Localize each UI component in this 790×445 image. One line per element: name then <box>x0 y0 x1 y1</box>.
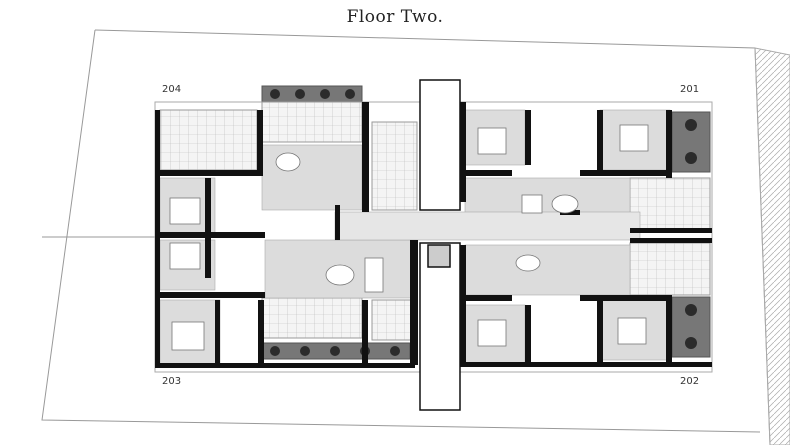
furniture <box>169 124 649 351</box>
site-boundary <box>41 29 790 445</box>
walls <box>155 102 712 368</box>
unit-label-203: 203 <box>162 376 182 387</box>
central-core <box>419 79 461 411</box>
terraces <box>159 101 711 341</box>
unit-label-201: 201 <box>680 84 700 95</box>
unit-label-202: 202 <box>680 376 700 387</box>
unit-label-204: 204 <box>162 84 182 95</box>
plan-title: Floor Two. <box>346 7 444 27</box>
